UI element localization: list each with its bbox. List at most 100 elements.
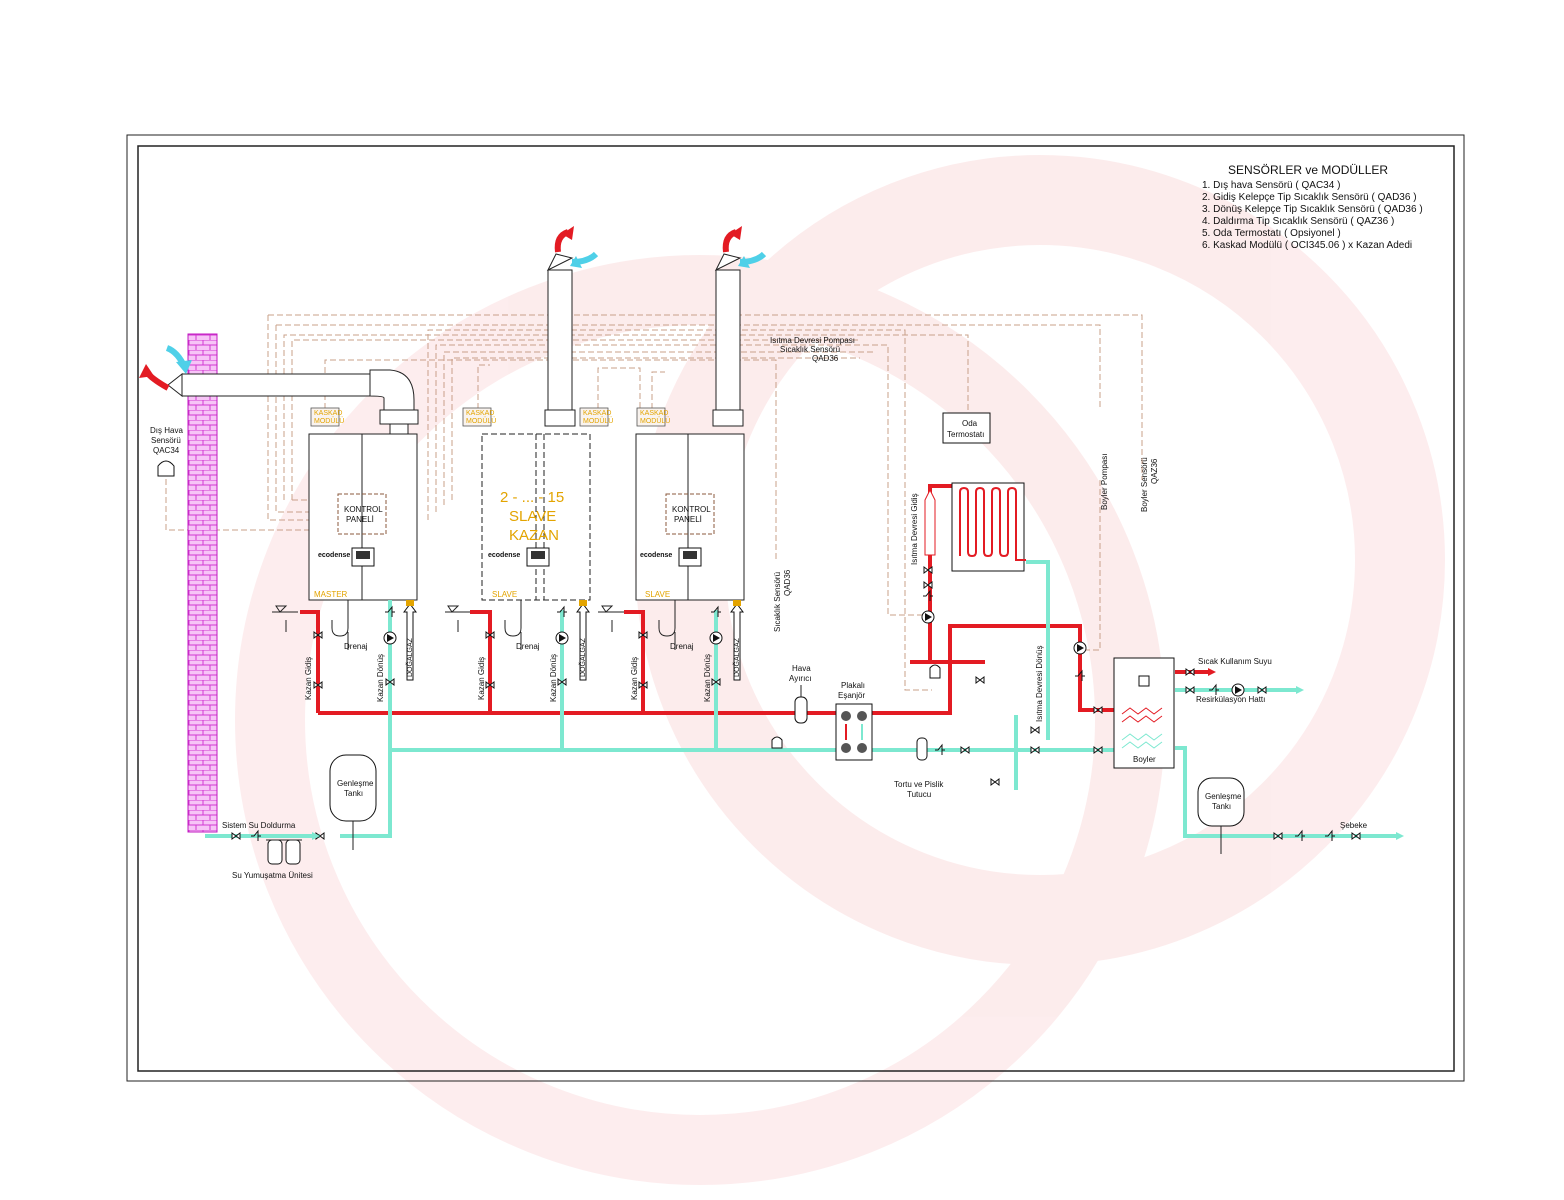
dirt-trap: Tortu ve Pislik Tutucu [894, 737, 944, 799]
svg-text:ecodense: ecodense [488, 552, 520, 559]
svg-text:MODÜLÜ: MODÜLÜ [583, 417, 613, 425]
legend-item-6: 6. Kaskad Modülü ( OCI345.06 ) x Kazan A… [1202, 240, 1412, 251]
svg-text:Tutucu: Tutucu [907, 790, 931, 799]
legend-item-3: 3. Dönüş Kelepçe Tip Sıcaklık Sensörü ( … [1202, 204, 1423, 215]
svg-text:KASKAD: KASKAD [583, 410, 611, 417]
svg-text:Sensörü: Sensörü [151, 436, 181, 445]
svg-text:MODÜLÜ: MODÜLÜ [466, 417, 496, 425]
svg-text:Dış Hava: Dış Hava [150, 426, 183, 435]
legend-item-2: 2. Gidiş Kelepçe Tip Sıcaklık Sensörü ( … [1202, 192, 1417, 203]
dhw-label: Sıcak Kullanım Suyu [1198, 657, 1272, 666]
svg-text:KASKAD: KASKAD [640, 410, 668, 417]
system-fill-label: Sistem Su Doldurma [222, 821, 296, 830]
return-label-master: Kazan Dönüş [376, 654, 385, 702]
return-label-slave-1: Kazan Dönüş [549, 654, 558, 702]
slave-range-label: 2 - ... - 15 [500, 489, 564, 506]
svg-text:QAC34: QAC34 [153, 446, 180, 455]
svg-text:KONTROL: KONTROL [672, 505, 711, 514]
outer-frame [126, 134, 1465, 1082]
svg-text:Termostatı: Termostatı [947, 430, 984, 439]
legend-item-1: 1. Dış hava Sensörü ( QAC34 ) [1202, 180, 1340, 191]
slave-group-boiler: 2 - ... - 15 SLAVE KAZAN ecodense SLAVE [481, 433, 591, 601]
temp-sensor-icon [771, 736, 783, 749]
svg-text:SLAVE: SLAVE [645, 590, 670, 599]
heating-sensor-label: Sıcaklık Sensörü [780, 345, 840, 354]
gas-label-master: DOĞALGAZ [405, 637, 414, 677]
slave-flue-2 [712, 226, 767, 427]
heating-sensor-model: QAD36 [812, 354, 839, 363]
recirc-arrow-icon [1296, 686, 1304, 694]
mains-arrow-icon [1396, 832, 1404, 840]
pump-icon [555, 631, 569, 645]
slave-subtitle: KAZAN [509, 527, 559, 544]
gas-inlet-icon [403, 600, 744, 681]
drain-siphon-icon [331, 600, 676, 650]
sensor-well-icon [929, 664, 941, 679]
kaskad-module-slave-1a: KASKAD MODÜLÜ [462, 407, 496, 427]
kaskad-module-slave-2: KASKAD MODÜLÜ [636, 407, 670, 427]
svg-text:Hava: Hava [792, 664, 811, 673]
plate-heat-exchanger: Plakalı Eşanjör [835, 681, 873, 761]
svg-text:Tankı: Tankı [344, 789, 363, 798]
slave-title: SLAVE [509, 508, 556, 525]
safety-valve-icon [272, 605, 624, 632]
return-label-slave-2: Kazan Dönüş [703, 654, 712, 702]
mains-label: Şebeke [1340, 821, 1368, 830]
svg-text:ecodense: ecodense [640, 552, 672, 559]
master-boiler: KONTROL PANELİ ecodense MASTER [308, 433, 418, 601]
intake-arrow-icon [165, 345, 192, 374]
air-separator: Hava Ayırıcı [789, 664, 812, 724]
legend-item-4: 4. Daldırma Tip Sıcaklık Sensörü ( QAZ36… [1202, 216, 1394, 227]
dhw-arrow-icon [1208, 668, 1216, 676]
control-panel-master [337, 493, 387, 535]
cold-pipes [205, 560, 1400, 838]
gas-label-slave-1: DOĞALGAZ [578, 637, 587, 677]
svg-text:KASKAD: KASKAD [466, 410, 494, 417]
svg-text:PANELİ: PANELİ [346, 515, 374, 524]
brand-logo: ecodense [318, 552, 350, 559]
supply-label-slave-2: Kazan Gidiş [630, 657, 639, 700]
expansion-tank-1: Genleşme Tankı [329, 754, 377, 850]
svg-text:Eşanjör: Eşanjör [838, 691, 865, 700]
svg-text:PANELİ: PANELİ [674, 515, 702, 524]
supply-label-master: Kazan Gidiş [304, 657, 313, 700]
heating-coil [924, 482, 1026, 572]
pump-icon [709, 631, 723, 645]
master-flue [167, 369, 419, 435]
svg-text:KASKAD: KASKAD [314, 410, 342, 417]
legend-title: SENSÖRLER ve MODÜLLER [1228, 163, 1388, 177]
heating-return-label: Isıtma Devresi Dönüş [1035, 646, 1044, 722]
svg-text:MODÜLÜ: MODÜLÜ [314, 417, 344, 425]
softener-unit [266, 839, 302, 865]
fill-arrow-icon [312, 832, 320, 840]
svg-text:Ayırıcı: Ayırıcı [789, 674, 812, 683]
kaskad-module-master: KASKAD MODÜLÜ [310, 407, 344, 427]
pump-icon [383, 631, 397, 645]
pump-icon [1073, 641, 1087, 655]
boiler-sensor-model: QAZ36 [1150, 458, 1159, 484]
svg-text:MODÜLÜ: MODÜLÜ [640, 417, 670, 425]
supply-label-slave-1: Kazan Gidiş [477, 657, 486, 700]
boiler-pump-label: Boyler Pompası [1100, 454, 1109, 510]
svg-text:Oda: Oda [962, 419, 978, 428]
drain-label-slave-2: Drenaj [670, 642, 694, 651]
heating-supply-label: Isıtma Devresi Gidiş [910, 493, 919, 565]
heating-pump-label: Isıtma Devresi Pompası [770, 336, 855, 345]
drain-label-slave-1: Drenaj [516, 642, 540, 651]
svg-text:SLAVE: SLAVE [492, 590, 517, 599]
svg-text:Genleşme: Genleşme [337, 779, 374, 788]
svg-text:Genleşme: Genleşme [1205, 792, 1242, 801]
recirc-label: Resirkülasyon Hattı [1196, 695, 1265, 704]
room-thermostat: Oda Termostatı [942, 412, 991, 444]
slave-flue-1 [544, 226, 599, 427]
master-tag: MASTER [314, 590, 348, 599]
temp-sensor-label: Sıcaklık Sensörü [773, 572, 782, 632]
svg-text:KONTROL: KONTROL [344, 505, 383, 514]
softener-label: Su Yumuşatma Ünitesi [232, 871, 313, 880]
legend: SENSÖRLER ve MODÜLLER 1. Dış hava Sensör… [1202, 163, 1423, 251]
kaskad-module-slave-1b: KASKAD MODÜLÜ [579, 407, 613, 427]
outdoor-sensor: Dış Hava Sensörü QAC34 [150, 426, 183, 477]
boyler-tank: Boyler [1113, 657, 1175, 769]
expansion-tank-2: Genleşme Tankı [1197, 777, 1245, 854]
